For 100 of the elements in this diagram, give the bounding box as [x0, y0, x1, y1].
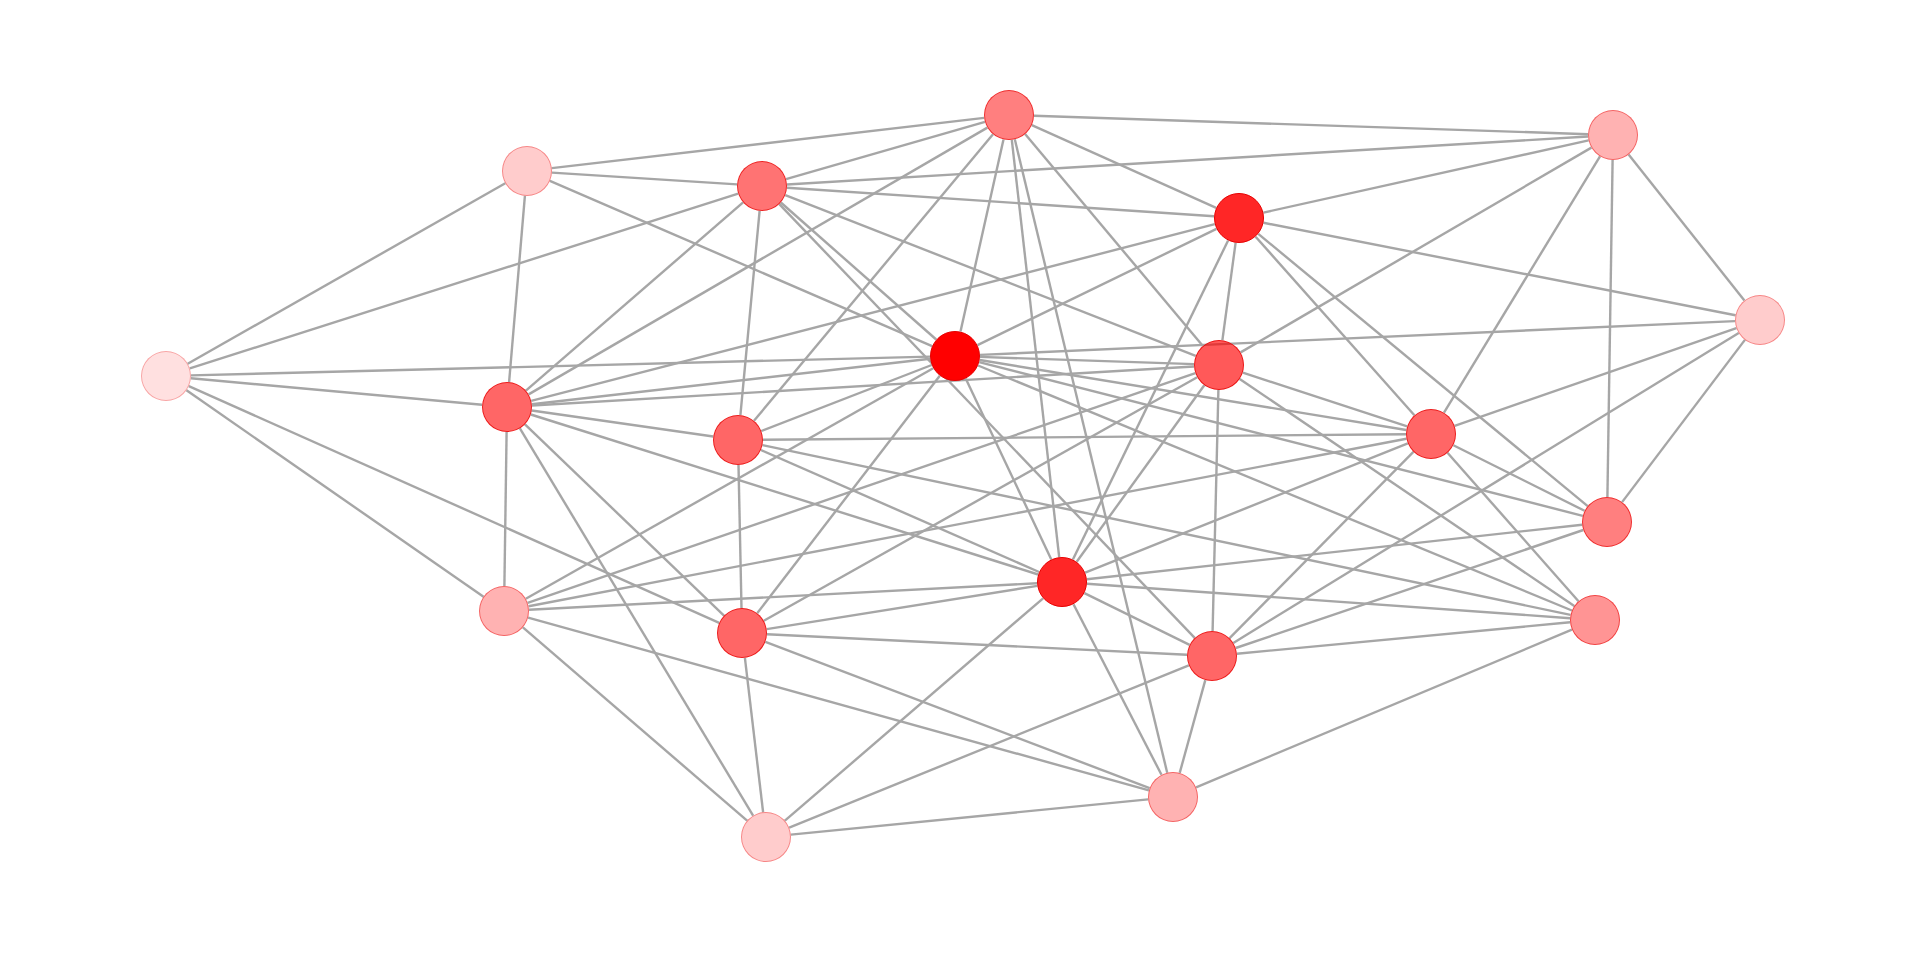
- edge-line: [518, 427, 755, 817]
- edge-line: [1606, 160, 1614, 497]
- edge-line: [1257, 232, 1589, 508]
- edge-line: [531, 357, 931, 406]
- edge-line: [530, 223, 1216, 402]
- edge-line: [1010, 139, 1061, 558]
- edge-line: [964, 378, 1053, 560]
- node-circle: [1037, 557, 1087, 607]
- node-circle: [1194, 340, 1244, 390]
- edge-line: [756, 375, 941, 614]
- edge-line: [977, 364, 1573, 612]
- edge-line: [1254, 235, 1416, 417]
- node-circle: [1148, 772, 1198, 822]
- node-circle: [482, 382, 532, 432]
- edge-line: [739, 210, 761, 416]
- edge-line: [1075, 384, 1206, 563]
- edge-line: [551, 116, 985, 170]
- edge-line: [1083, 592, 1191, 646]
- edge-line: [1621, 339, 1746, 503]
- node-circle: [1406, 409, 1456, 459]
- edge-line: [1072, 603, 1163, 776]
- node-circle: [741, 812, 791, 862]
- node-circle: [1582, 497, 1632, 547]
- edge-line: [979, 319, 1736, 357]
- edge-line: [1236, 621, 1571, 655]
- edge-line: [1221, 242, 1237, 341]
- edge-line: [1442, 155, 1602, 414]
- edge-line: [189, 192, 739, 370]
- edge-line: [1627, 153, 1746, 302]
- edge-line: [766, 584, 1038, 631]
- edge-line: [1024, 133, 1204, 347]
- node-circle: [1214, 193, 1264, 243]
- edge-line: [503, 432, 508, 586]
- edge-line: [525, 367, 934, 600]
- edge-line: [551, 171, 738, 186]
- edge-line: [187, 182, 506, 365]
- edge-line: [959, 139, 1005, 332]
- edge-line: [1084, 442, 1409, 574]
- node-circle: [1570, 595, 1620, 645]
- edge-line: [1086, 582, 1571, 620]
- node-circle: [479, 586, 529, 636]
- edge-line: [784, 194, 1197, 357]
- edge-line: [753, 133, 994, 422]
- edge-line: [190, 377, 483, 406]
- edge-line: [978, 361, 1584, 517]
- edge-line: [1454, 327, 1737, 427]
- edge-line: [762, 443, 1571, 617]
- edge-line: [522, 626, 748, 822]
- edge-line: [979, 358, 1407, 432]
- edge-line: [760, 448, 1040, 574]
- edge-line: [760, 363, 933, 433]
- edge-line: [786, 135, 1589, 186]
- edge-line: [1452, 444, 1586, 512]
- node-circle: [1735, 295, 1785, 345]
- edge-line: [1240, 146, 1592, 354]
- edge-line: [507, 195, 527, 383]
- node-circle: [717, 608, 767, 658]
- edge-line: [785, 120, 986, 181]
- node-circle: [502, 146, 552, 196]
- edge-line: [1232, 332, 1740, 644]
- edge-line: [1228, 450, 1415, 640]
- edge-line: [527, 371, 1196, 605]
- edge-line: [1195, 628, 1573, 789]
- node-circle: [141, 351, 191, 401]
- edge-line: [778, 203, 1196, 639]
- edge-line: [763, 376, 1198, 622]
- edge-line: [1239, 378, 1575, 607]
- edge-line: [185, 389, 485, 598]
- edge-line: [788, 664, 1190, 829]
- edge-line: [763, 433, 1406, 441]
- node-circle: [737, 161, 787, 211]
- edge-line: [527, 616, 1150, 792]
- node-circle: [984, 90, 1034, 140]
- edge-line: [525, 201, 744, 392]
- edge-line: [784, 597, 1044, 822]
- edge-line: [1263, 139, 1589, 214]
- edge-line: [1446, 452, 1580, 602]
- edge-line: [979, 355, 1195, 366]
- node-circle: [713, 415, 763, 465]
- edge-line: [531, 409, 714, 438]
- edge-line: [531, 365, 1195, 407]
- edge-line: [549, 179, 933, 348]
- edge-line: [530, 413, 1039, 576]
- edge-line: [1242, 371, 1408, 428]
- node-circle: [1187, 631, 1237, 681]
- edge-line: [190, 355, 931, 377]
- edge-line: [1178, 679, 1207, 774]
- edge-line: [1211, 389, 1220, 632]
- edge-line: [1263, 221, 1736, 317]
- edge-line: [528, 437, 1407, 608]
- edge-line: [976, 227, 1218, 347]
- edge-line: [766, 633, 1188, 656]
- edge-line: [1031, 124, 1217, 209]
- edge-line: [1235, 528, 1584, 650]
- edge-line: [1013, 139, 1169, 773]
- edge-line: [188, 385, 720, 624]
- edge-line: [528, 582, 1038, 611]
- node-circle: [930, 331, 980, 381]
- edge-line: [786, 186, 1215, 218]
- edge-line: [1071, 239, 1230, 561]
